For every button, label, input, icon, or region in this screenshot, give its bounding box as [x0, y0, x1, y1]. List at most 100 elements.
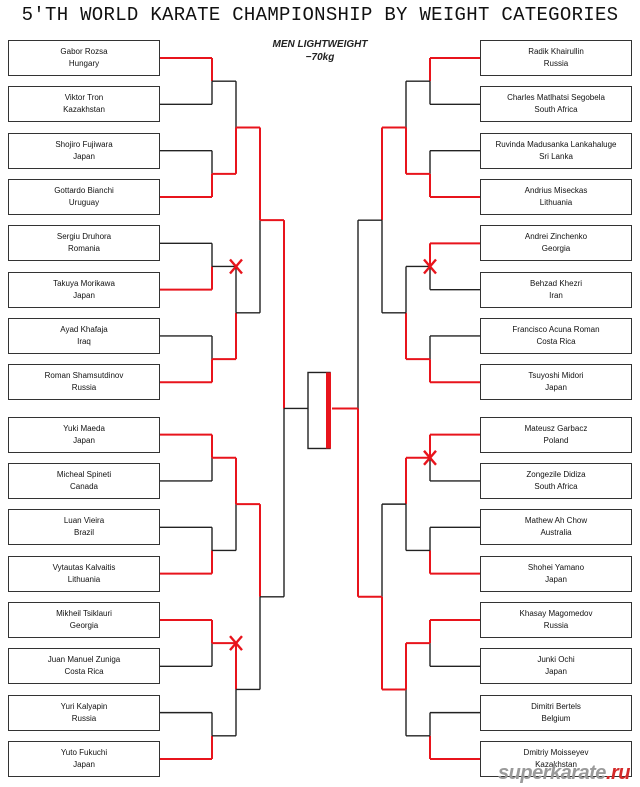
competitor-name: Gabor Rozsa — [60, 47, 108, 56]
final-winner-bar — [326, 372, 331, 449]
competitor-country: Costa Rica — [536, 336, 576, 346]
watermark-part1: superkarate — [498, 762, 606, 784]
competitor-country: Japan — [545, 667, 567, 677]
competitor-name: Mateusz Garbacz — [524, 423, 588, 433]
competitor-name: Mikheil Tsiklauri — [56, 608, 112, 618]
competitor-name: Charles Matlhatsi Segobela — [507, 93, 605, 103]
competitor-country: Russia — [71, 383, 97, 393]
left-disqualification-mark — [229, 258, 243, 275]
left-disqualification-mark — [229, 635, 243, 651]
weight-label: −70kg — [305, 52, 335, 63]
competitor-country: Japan — [73, 759, 95, 769]
competitor-country: South Africa — [534, 481, 578, 491]
watermark-logo: superkarate.ru — [498, 762, 630, 785]
competitor-country: Georgia — [69, 620, 99, 630]
competitor-country: Georgia — [541, 244, 571, 254]
competitor-country: Sri Lanka — [539, 151, 573, 161]
competitor-name: Junki Ochi — [537, 655, 575, 665]
competitor-name: Gottardo Bianchi — [54, 185, 114, 195]
category-label: MEN LIGHTWEIGHT — [272, 39, 368, 50]
competitor-name: Ruvinda Madusanka Lankahaluge — [495, 139, 617, 149]
competitor-country: Canada — [69, 481, 99, 491]
competitor-name: Khasay Magomedov — [519, 608, 593, 618]
competitor-country: Russia — [543, 59, 569, 68]
competitor-country: Kazakhstan — [535, 759, 577, 769]
right-disqualification-mark — [423, 258, 437, 275]
competitor-name: Roman Shamsutdinov — [44, 371, 124, 381]
competitor-country: Poland — [543, 435, 569, 445]
competitor-name: Tsuyoshi Midori — [528, 371, 584, 381]
competitor-name: Yuto Fukuchi — [60, 747, 108, 757]
competitor-name: Juan Manuel Zuniga — [47, 655, 121, 665]
competitor-name: Behzad Khezri — [529, 278, 583, 288]
competitor-name: Yuri Kalyapin — [60, 701, 108, 711]
watermark-part2: .ru — [605, 762, 631, 784]
competitor-country: Japan — [73, 151, 95, 161]
competitor-country: Costa Rica — [64, 667, 104, 677]
competitor-country: Brazil — [73, 528, 94, 538]
competitor-country: Russia — [71, 713, 97, 723]
competitor-name: Mathew Ah Chow — [524, 516, 588, 526]
page-title: 5'TH WORLD KARATE CHAMPIONSHIP BY WEIGHT… — [21, 4, 619, 26]
competitor-country: Kazakhstan — [63, 105, 105, 115]
competitor-name: Viktor Tron — [64, 93, 104, 103]
competitor-country: Belgium — [541, 713, 571, 723]
competitor-country: Uruguay — [68, 197, 100, 207]
competitor-country: Japan — [545, 383, 567, 393]
competitor-country: Lithuania — [67, 574, 101, 584]
competitor-name: Zongezile Didiza — [526, 469, 586, 479]
competitor-country: Iran — [549, 290, 563, 300]
competitor-name: Yuki Maeda — [63, 423, 105, 433]
competitor-country: Japan — [73, 435, 95, 445]
competitor-country: Japan — [545, 574, 567, 584]
competitor-name: Andrius Miseckas — [524, 185, 588, 195]
competitor-name: Sergiu Druhora — [56, 232, 112, 242]
competitor-country: South Africa — [534, 105, 578, 115]
weight-category: MEN LIGHTWEIGHT −70kg — [250, 38, 390, 64]
competitor-country: Australia — [540, 528, 572, 538]
competitor-country: Lithuania — [539, 197, 573, 207]
competitor-name: Takuya Morikawa — [53, 278, 115, 288]
competitor-name: Luan Vieira — [63, 516, 105, 526]
competitor-country: Romania — [67, 244, 100, 254]
competitor-name: Shohei Yamano — [527, 562, 585, 572]
competitor-country: Iraq — [77, 336, 91, 346]
competitor-name: Andrei Zinchenko — [524, 232, 588, 242]
competitor-name: Shojiro Fujiwara — [55, 139, 113, 149]
competitor-country: Russia — [543, 620, 569, 630]
competitor-name: Ayad Khafaja — [60, 324, 108, 334]
competitor-name: Dimitri Bertels — [531, 701, 581, 711]
